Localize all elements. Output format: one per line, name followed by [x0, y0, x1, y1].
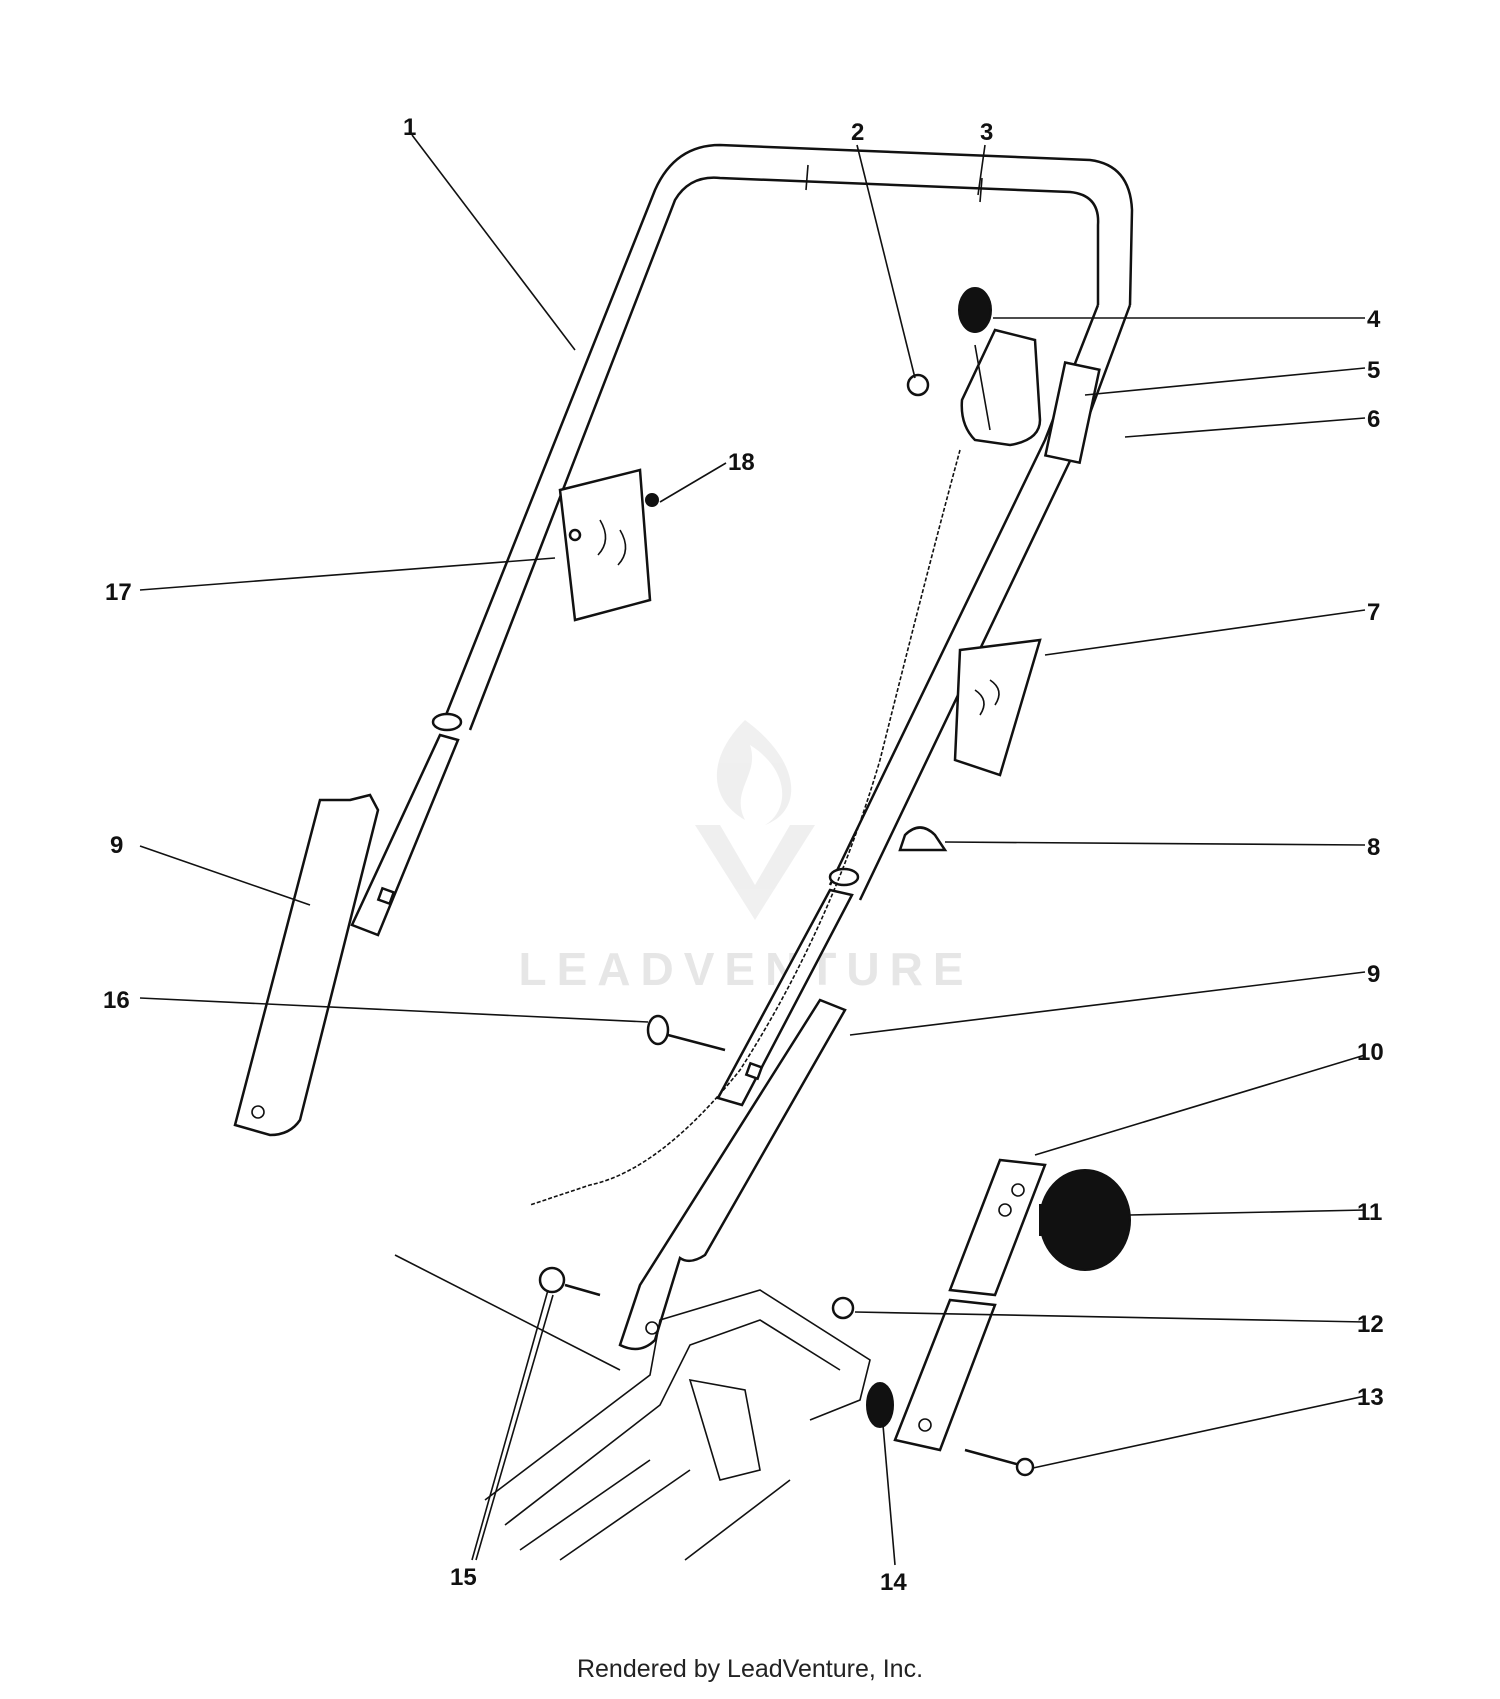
footer-credit: Rendered by LeadVenture, Inc.: [576, 1655, 924, 1683]
callout-7: 7: [1367, 599, 1380, 626]
callout-10: 10: [1357, 1039, 1384, 1066]
callout-8: 8: [1367, 834, 1380, 861]
callout-labels: 1 2 3 4 5 6 7 8 9 9 10 11 12 13 14 15 16…: [103, 114, 1384, 1596]
knob-11: [1039, 1169, 1131, 1271]
control-lever: [906, 287, 1101, 465]
callout-2: 2: [851, 119, 864, 146]
callout-6: 6: [1367, 406, 1380, 433]
cable-clip-right: [953, 638, 1042, 777]
callout-17: 17: [105, 579, 132, 606]
callout-9-left: 9: [110, 832, 123, 859]
callout-15: 15: [450, 1564, 477, 1591]
callout-11: 11: [1357, 1199, 1382, 1226]
knob-icon: [958, 287, 992, 333]
washer-14-icon: [866, 1382, 894, 1428]
bracket-10: [948, 1158, 1047, 1297]
callout-4: 4: [1367, 306, 1381, 333]
nut-icon: [906, 373, 930, 397]
callout-13: 13: [1357, 1384, 1384, 1411]
bracket-lower: [893, 1298, 1035, 1477]
callout-12: 12: [1357, 1311, 1384, 1338]
bolt-15: [538, 1266, 601, 1297]
callout-18: 18: [728, 449, 755, 476]
callout-5: 5: [1367, 357, 1380, 384]
wing-nut-icon: [898, 826, 948, 852]
cable-clip-left: [558, 468, 659, 622]
bolt-16: [646, 1014, 726, 1052]
callout-1: 1: [403, 114, 416, 141]
nut-12-icon: [831, 1296, 855, 1320]
callout-9-right: 9: [1367, 961, 1380, 988]
lower-handle-left: [233, 733, 460, 1137]
watermark-logo: [695, 720, 815, 920]
watermark-text: LEADVENTURE: [518, 943, 973, 995]
control-cable: [529, 449, 961, 1206]
callout-16: 16: [103, 987, 130, 1014]
leader-lines: [139, 134, 1366, 1566]
callout-3: 3: [980, 119, 993, 146]
mower-deck: [394, 1254, 871, 1561]
callout-14: 14: [880, 1569, 907, 1596]
